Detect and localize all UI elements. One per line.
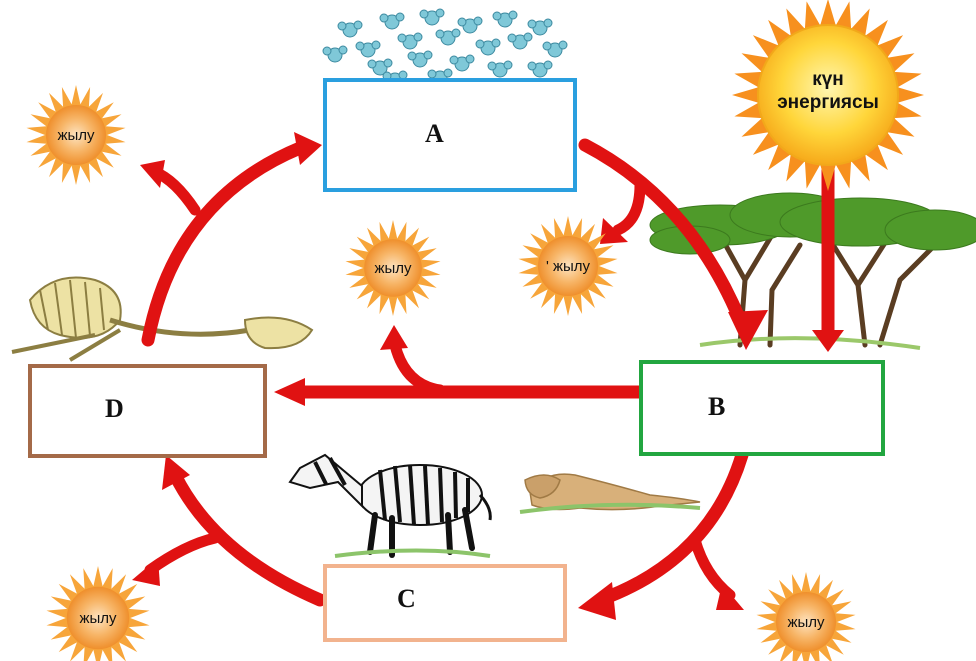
molecule-atom bbox=[397, 33, 407, 43]
heat-burst-core bbox=[46, 105, 106, 165]
heat-burst-core bbox=[538, 236, 598, 296]
arrow-a-heat bbox=[612, 179, 646, 236]
box-b: B bbox=[639, 360, 885, 456]
molecule-atom bbox=[451, 28, 461, 38]
arrow-b-to-c bbox=[593, 448, 749, 607]
molecule-atom bbox=[395, 12, 405, 22]
molecule-atom bbox=[527, 61, 537, 71]
box-b-label: B bbox=[708, 392, 725, 421]
molecule-atom bbox=[507, 33, 517, 43]
molecule-atom bbox=[508, 10, 518, 20]
molecule-atom bbox=[503, 60, 513, 70]
molecule-atom bbox=[465, 54, 475, 64]
molecule-atom bbox=[492, 11, 502, 21]
heat-label-bottom-left: жылу bbox=[79, 610, 117, 627]
water-molecules-icon bbox=[322, 8, 568, 88]
box-d: D bbox=[28, 364, 267, 458]
molecule-atom bbox=[371, 40, 381, 50]
sun-label-line2: энергиясы bbox=[777, 92, 879, 113]
heat-label-top-left: жылу bbox=[57, 127, 95, 144]
zebra-icon bbox=[288, 453, 492, 558]
arrow-a-to-b bbox=[578, 138, 747, 327]
arrow-center-heat bbox=[389, 339, 446, 396]
molecule-atom bbox=[491, 38, 501, 48]
molecule-atom bbox=[353, 20, 363, 30]
lion-icon bbox=[519, 473, 701, 514]
heat-burst-icon bbox=[345, 220, 441, 316]
heat-label-right-of-a: ' жылу bbox=[546, 258, 591, 275]
molecule-atom bbox=[543, 18, 553, 28]
arrow-d-to-a bbox=[141, 141, 307, 347]
molecule-atom bbox=[475, 39, 485, 49]
molecule-atom bbox=[413, 32, 423, 42]
heat-label-center: жылу bbox=[374, 260, 412, 277]
molecule-atom bbox=[427, 69, 437, 79]
arrow-b-heat bbox=[689, 534, 736, 601]
box-a: A bbox=[323, 78, 577, 192]
molecule-atom bbox=[457, 17, 467, 27]
box-a-label: A bbox=[425, 119, 444, 148]
heat-burst-core bbox=[776, 592, 836, 652]
heat-burst-core bbox=[364, 239, 422, 297]
molecule-atom bbox=[367, 59, 377, 69]
heat-burst-icon bbox=[756, 572, 856, 661]
molecule-atom bbox=[449, 55, 459, 65]
arrowheads bbox=[132, 132, 844, 620]
sun-icon: күн энергиясы bbox=[732, 0, 924, 191]
molecule-atom bbox=[487, 61, 497, 71]
trees-icon bbox=[649, 192, 976, 350]
skeleton-icon bbox=[11, 276, 314, 362]
molecule-atom bbox=[379, 13, 389, 23]
box-c-label: C bbox=[397, 584, 416, 613]
heat-burst-icon bbox=[26, 85, 126, 185]
molecule-atom bbox=[435, 29, 445, 39]
molecule-atom bbox=[542, 41, 552, 51]
molecule-atom bbox=[543, 60, 553, 70]
heat-burst-icon bbox=[46, 566, 150, 661]
molecule-atom bbox=[423, 50, 433, 60]
heat-label-bottom-right: жылу bbox=[787, 614, 825, 631]
molecule-atom bbox=[435, 8, 445, 18]
molecule-atom bbox=[473, 16, 483, 26]
molecule-atom bbox=[407, 51, 417, 61]
molecule-atom bbox=[419, 9, 429, 19]
molecule-atom bbox=[338, 45, 348, 55]
molecule-atom bbox=[355, 41, 365, 51]
heat-burst-icon bbox=[518, 216, 618, 316]
arrow-c-to-d bbox=[168, 468, 327, 607]
molecule-atom bbox=[558, 40, 568, 50]
sun-label-line1: күн bbox=[812, 69, 844, 90]
molecule-atom bbox=[527, 19, 537, 29]
molecule-atom bbox=[383, 58, 393, 68]
box-d-label: D bbox=[105, 394, 124, 423]
molecule-atom bbox=[523, 32, 533, 42]
molecule-atom bbox=[337, 21, 347, 31]
molecule-atom bbox=[443, 68, 453, 78]
heat-burst-core bbox=[66, 586, 130, 650]
molecule-atom bbox=[322, 46, 332, 56]
arrow-c-heat bbox=[144, 532, 221, 576]
molecule-atom bbox=[398, 70, 408, 80]
box-c: C bbox=[323, 564, 567, 642]
